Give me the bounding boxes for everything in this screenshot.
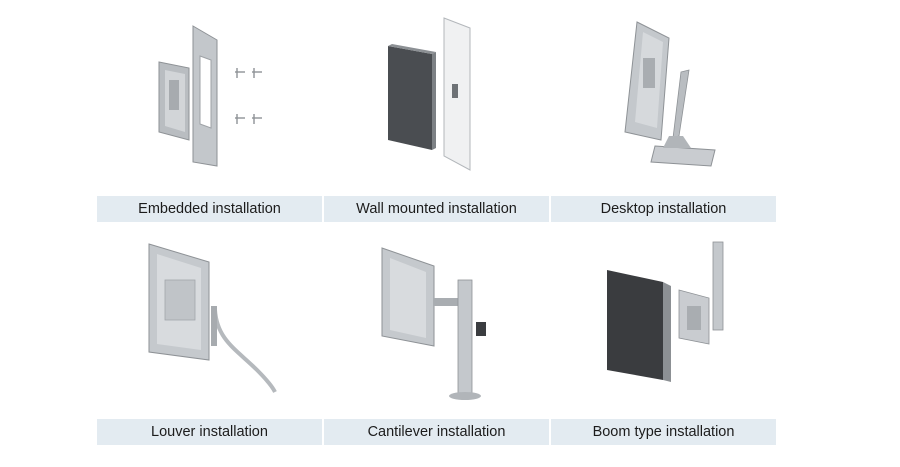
boom-mount-illustration — [551, 240, 776, 430]
desktop-stand-illustration — [551, 0, 776, 190]
install-card-louver: Louver installation — [97, 222, 322, 467]
caption-embedded: Embedded installation — [97, 196, 322, 222]
installation-grid: Embedded installation Wall mounted insta… — [97, 0, 776, 467]
cantilever-pole-illustration — [324, 240, 549, 430]
install-card-wall-mounted: Wall mounted installation — [324, 0, 549, 222]
caption-cantilever: Cantilever installation — [324, 419, 549, 445]
install-card-boom-type: Boom type installation — [551, 222, 776, 467]
install-card-desktop: Desktop installation — [551, 0, 776, 222]
install-card-embedded: Embedded installation — [97, 0, 322, 222]
wall-mount-illustration — [324, 0, 549, 190]
caption-wall-mounted: Wall mounted installation — [324, 196, 549, 222]
caption-boom-type: Boom type installation — [551, 419, 776, 445]
embedded-mount-illustration — [97, 0, 322, 190]
caption-louver: Louver installation — [97, 419, 322, 445]
caption-desktop: Desktop installation — [551, 196, 776, 222]
install-card-cantilever: Cantilever installation — [324, 222, 549, 467]
louver-mount-illustration — [97, 240, 322, 430]
